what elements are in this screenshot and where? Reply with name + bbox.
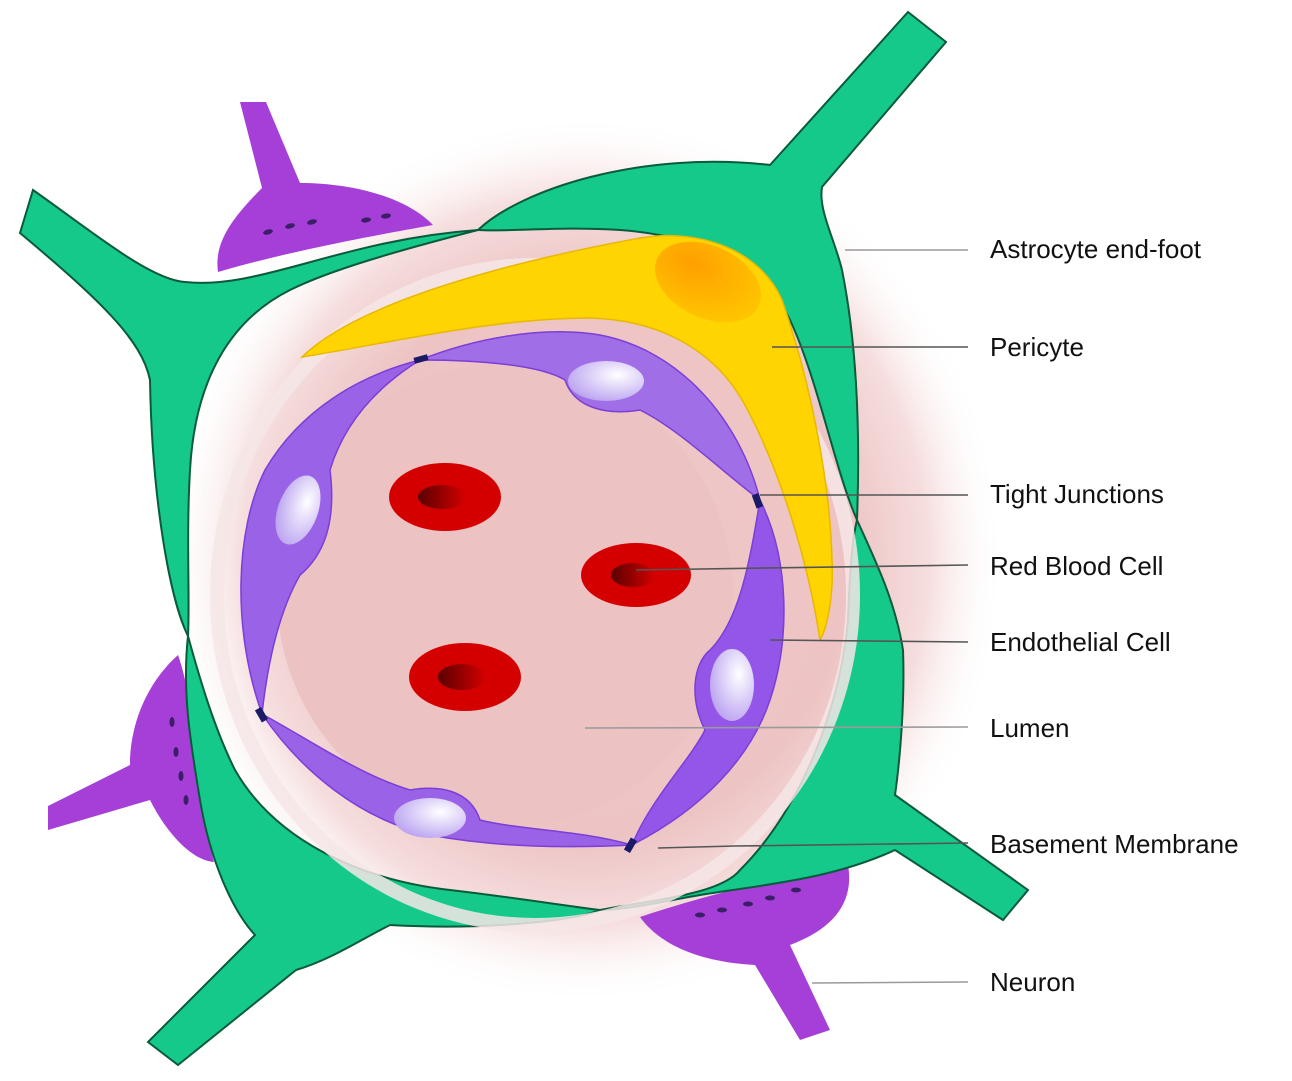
label-basement-membrane: Basement Membrane	[990, 829, 1239, 859]
red-blood-cell	[389, 463, 501, 531]
endothelial-nucleus	[710, 649, 754, 721]
labels: Astrocyte end-foot Pericyte Tight Juncti…	[990, 234, 1239, 997]
label-red-blood-cell: Red Blood Cell	[990, 551, 1163, 581]
label-lumen: Lumen	[990, 713, 1070, 743]
red-blood-cell	[409, 643, 521, 711]
label-tight-junctions: Tight Junctions	[990, 479, 1164, 509]
label-astrocyte-end-foot: Astrocyte end-foot	[990, 234, 1202, 264]
label-neuron: Neuron	[990, 967, 1075, 997]
endothelial-nucleus	[568, 361, 644, 401]
red-blood-cell	[581, 543, 691, 607]
label-pericyte: Pericyte	[990, 332, 1084, 362]
endothelial-nucleus	[394, 798, 466, 838]
label-endothelial-cell: Endothelial Cell	[990, 627, 1171, 657]
